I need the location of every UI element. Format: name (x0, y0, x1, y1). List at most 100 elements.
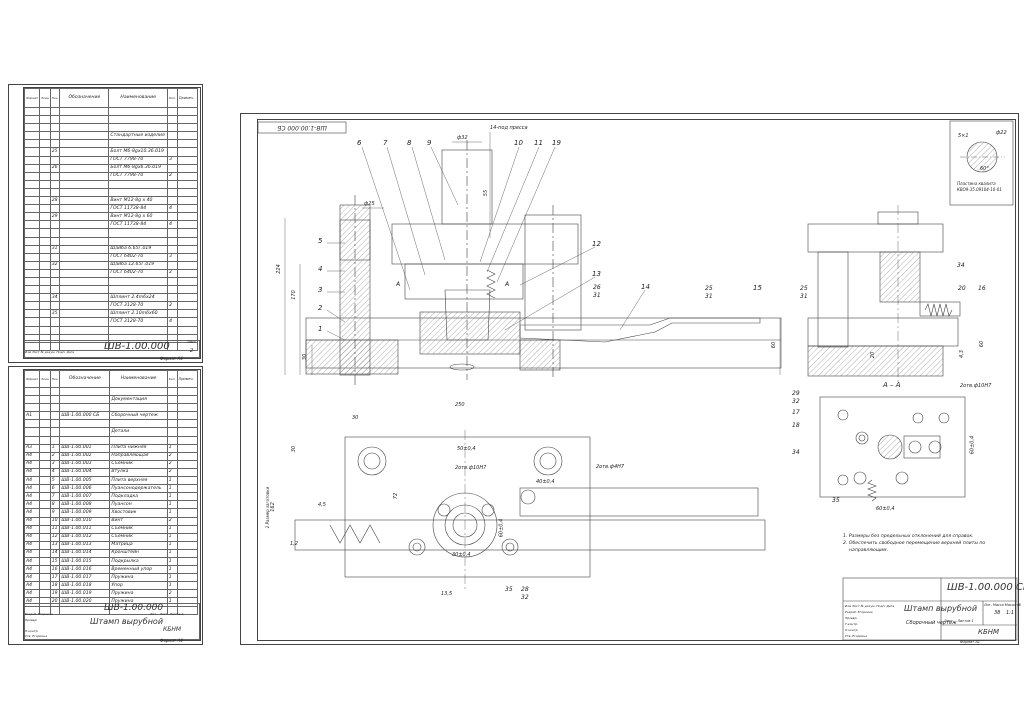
callout-3: 3 (318, 286, 323, 294)
die-block (419, 311, 521, 355)
callout-15: 15 (753, 284, 762, 292)
drawing-code: ШВ-1.00.000 СБ (947, 582, 1024, 593)
cell-fmt (23, 605, 41, 615)
callout-4: 4 (318, 265, 323, 273)
dim-30-v: 30 (291, 445, 298, 453)
callout-13: 13 (592, 270, 601, 278)
press-note: 14-под пресса (490, 125, 528, 131)
spec-sheet-2-frame (23, 369, 201, 641)
dim-4-3: 4,3 (958, 350, 965, 358)
callout-29: 29 (792, 390, 800, 397)
drawing-title-block (842, 577, 1018, 641)
spec2-org: КБНМ (163, 626, 182, 633)
callout-19: 19 (552, 139, 561, 147)
plan-arm (519, 487, 759, 517)
table-row (23, 341, 199, 351)
front-view (305, 140, 782, 385)
callout-25-b: 25 (800, 285, 808, 292)
section-label: А – А (883, 381, 901, 389)
table-row (23, 187, 199, 198)
callout-1: 1 (318, 325, 323, 333)
spec2-roles: Разраб. Егоркина Провер. Н.контр. Утв. Е… (25, 612, 53, 638)
corner-code-box (257, 121, 347, 134)
dim-224: 224 (275, 264, 282, 274)
spec-sheet-1-frame (23, 87, 201, 359)
callout-5: 5 (318, 237, 323, 245)
plan-guide-right (533, 446, 563, 476)
front-leaders (326, 146, 646, 341)
spring-19 (486, 269, 496, 299)
drawing-roles: Изм Лист № докум. Подп. Дата Разраб. Его… (845, 604, 895, 638)
callout-28: 28 (521, 586, 529, 593)
spec1-stamp (24, 340, 200, 358)
dim-170: 170 (290, 290, 297, 300)
callout-10: 10 (514, 139, 523, 147)
punch-holder (404, 263, 524, 300)
callout-6: 6 (357, 139, 362, 147)
dim-60deg: 60° (980, 166, 989, 172)
dim-162: 162 (269, 502, 276, 512)
cell-des (59, 341, 110, 351)
side-lower-plate (807, 317, 959, 347)
plan-strip (294, 519, 766, 551)
punch (444, 289, 491, 341)
drawing-org: КБНМ (978, 628, 1000, 636)
corner-code: ШВ-1.00.000 СБ (277, 124, 327, 131)
callout-20: 20 (958, 285, 966, 292)
cell-name (108, 341, 169, 351)
dim-50: 50±0,4 (457, 446, 476, 452)
drawing-subtitle: Сборочный чертеж (906, 620, 957, 626)
side-stop (919, 301, 961, 317)
dim-60-side: 60 (979, 340, 986, 348)
dim-30-plan: 30 (352, 415, 359, 421)
dim-d25: ф25 (364, 201, 375, 207)
plan-guide-left (357, 446, 387, 476)
callout-25-a: 25 (705, 285, 713, 292)
callout-16: 16 (978, 285, 986, 292)
dim-60-aa-v: 60±0,4 (969, 435, 976, 455)
side-upper-plate (807, 223, 944, 253)
drawing-notes: 1. Размеры без предельных отклонений для… (843, 534, 986, 553)
cell-name (109, 605, 168, 615)
dim-40: 40±0,4 (536, 479, 555, 485)
callout-34-a: 34 (957, 262, 965, 269)
dim-55: 55 (483, 189, 490, 197)
spec1-format: Формат А4 (160, 356, 183, 361)
dim-60-plan: 60±0,4 (498, 518, 505, 538)
plan-view (294, 430, 766, 590)
callout-17: 17 (792, 409, 800, 416)
callout-35-b: 35 (505, 586, 513, 593)
spec2-title: Штамп вырубной (90, 617, 164, 626)
callout-9: 9 (427, 139, 432, 147)
col-name: Наименование (108, 88, 169, 108)
plate-block-right (519, 339, 561, 371)
front-dimensions (284, 132, 781, 375)
callout-35-a: 35 (832, 497, 840, 504)
drawing-lit-labels: Лит. Масса Масштаб (984, 603, 1021, 607)
insert-caption: Пластина квалита КВО9-35.09104-10-01 (957, 181, 1002, 192)
spec1-stamp-cells: Изм Лист № докум. Подп. Дата (25, 350, 75, 354)
dim-250: 250 (455, 402, 465, 408)
callout-31-b: 31 (593, 292, 601, 299)
callout-8: 8 (407, 139, 412, 147)
dim-20: 20 (870, 351, 877, 359)
side-guide-left (817, 251, 849, 348)
dim-30-front: 30 (302, 353, 309, 361)
section-mark-right: А (505, 281, 510, 288)
callout-31-a: 31 (705, 293, 713, 300)
dim-d22: ф22 (996, 130, 1007, 136)
section-aa (819, 396, 966, 502)
callout-18: 18 (792, 422, 800, 429)
side-dim-note: 2 Размер заготовки (265, 486, 271, 529)
dim-30-04: 30±0,4 (452, 552, 471, 558)
cell-empty (23, 341, 41, 351)
callout-32-b: 32 (521, 594, 529, 601)
spec-table-2: Формат Зона Поз. Обозначение Наименовани… (23, 370, 199, 615)
dim-4-5: 4,5 (318, 502, 326, 508)
dim-13-5: 13,5 (441, 591, 453, 597)
